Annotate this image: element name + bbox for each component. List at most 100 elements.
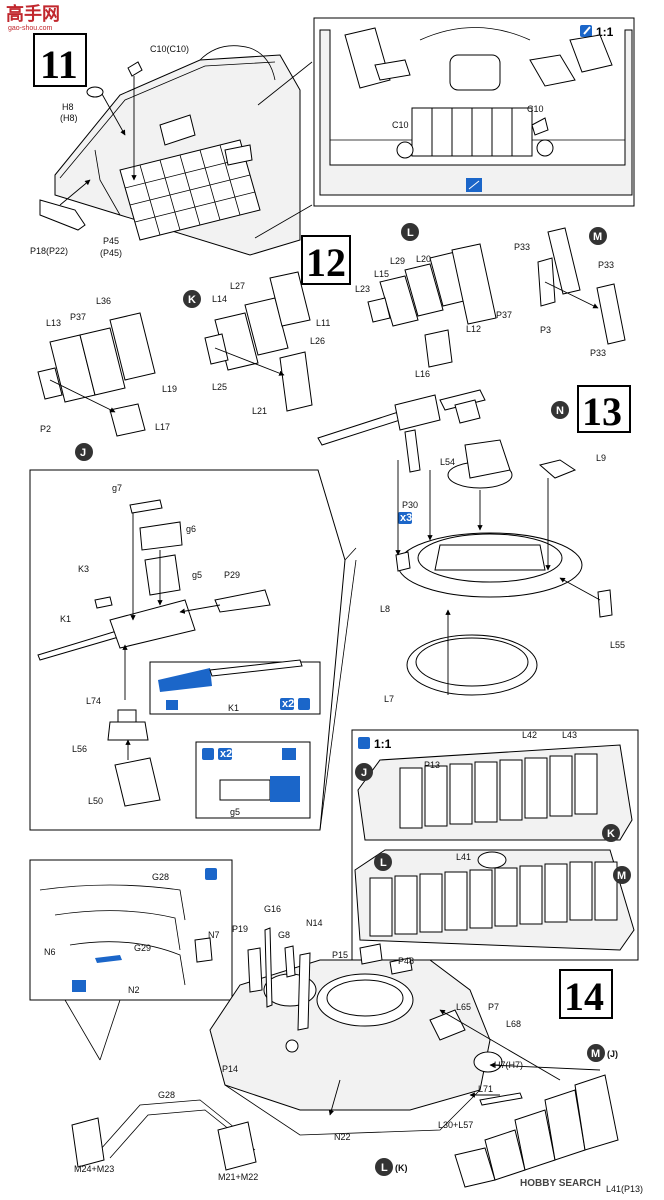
svg-text:P45: P45 (103, 236, 119, 246)
svg-text:L36: L36 (96, 296, 111, 306)
step-13: 13 N x3 (317, 385, 631, 704)
side-view-panel: 1:1 J (351, 729, 639, 961)
svg-text:K1: K1 (60, 614, 71, 624)
svg-text:M: M (593, 231, 602, 243)
svg-text:L30+L57: L30+L57 (438, 1120, 473, 1130)
svg-text:P19: P19 (232, 924, 248, 934)
svg-text:M24+M23: M24+M23 (74, 1164, 114, 1174)
svg-text:P37: P37 (70, 312, 86, 322)
svg-text:L: L (380, 857, 387, 869)
svg-text:L42: L42 (522, 730, 537, 740)
svg-text:L68: L68 (506, 1019, 521, 1029)
side-slats-upper (399, 753, 598, 829)
svg-text:x2: x2 (220, 748, 232, 760)
badge-l: L (401, 223, 419, 241)
svg-text:N7: N7 (208, 930, 220, 940)
svg-text:G28: G28 (158, 1090, 175, 1100)
svg-text:(H8): (H8) (60, 113, 78, 123)
badge-x3 (398, 512, 412, 524)
badge-k-side: K (602, 824, 620, 842)
svg-text:L74: L74 (86, 696, 101, 706)
svg-text:g5: g5 (230, 807, 240, 817)
svg-text:L27: L27 (230, 281, 245, 291)
svg-text:N6: N6 (44, 947, 56, 957)
svg-text:P7: P7 (488, 1002, 499, 1012)
svg-text:K: K (607, 828, 615, 840)
svg-text:14: 14 (564, 974, 604, 1019)
svg-text:g6: g6 (186, 524, 196, 534)
svg-text:L41(P13): L41(P13) (606, 1184, 643, 1194)
machine-gun-assembly (317, 389, 486, 473)
svg-text:H7(H7): H7(H7) (494, 1060, 523, 1070)
svg-text:N14: N14 (306, 918, 323, 928)
svg-text:L16: L16 (415, 369, 430, 379)
svg-text:L: L (407, 227, 414, 239)
svg-text:P37: P37 (496, 310, 512, 320)
turret-body (209, 959, 491, 1136)
svg-text:L14: L14 (212, 294, 227, 304)
scale-1-1-indicator-2: 1:1 (358, 737, 392, 751)
svg-text:高手网: 高手网 (6, 3, 60, 24)
svg-text:C10: C10 (527, 104, 544, 114)
svg-text:N: N (556, 405, 564, 417)
svg-text:L9: L9 (596, 453, 606, 463)
step-11-detail-panel: 1:1 C10 C10 (313, 17, 635, 207)
g5-painting-box: x2 g5 (195, 741, 311, 819)
rail-parts (39, 884, 213, 986)
watermark-logo: 高手网 gao-shou.com (6, 3, 60, 32)
svg-text:C10: C10 (392, 120, 409, 130)
part-l54 (447, 439, 513, 489)
svg-text:HOBBY SEARCH: HOBBY SEARCH (520, 1178, 601, 1189)
svg-text:G28: G28 (152, 872, 169, 882)
svg-text:P30: P30 (402, 500, 418, 510)
svg-text:P33: P33 (598, 260, 614, 270)
step-12: 12 J L13 P37 L36 L19 P2 L17 (37, 223, 626, 461)
svg-text:L55: L55 (610, 640, 625, 650)
svg-text:P29: P29 (224, 570, 240, 580)
armor-group-l: L L29 L20 L15 L23 P37 L12 L16 (355, 223, 512, 379)
svg-text:L11: L11 (316, 318, 330, 328)
ring-mount-l8 (397, 532, 583, 598)
armor-group-k: K L27 L14 L11 L26 L25 L21 (183, 271, 330, 416)
side-slats-lower (369, 861, 618, 937)
svg-text:L26: L26 (310, 336, 325, 346)
part-p30 (395, 551, 411, 572)
front-slat-panels (411, 107, 533, 157)
svg-text:L50: L50 (88, 796, 103, 806)
svg-text:L71: L71 (478, 1084, 493, 1094)
step-14: 14 (71, 904, 643, 1194)
svg-text:P2: P2 (40, 424, 51, 434)
svg-text:M21+M22: M21+M22 (218, 1172, 258, 1182)
ring-l7 (406, 634, 538, 696)
rail-detail-panel: G28 N6 N7 G29 N2 (29, 859, 233, 1061)
footer-watermark: HOBBY SEARCH (520, 1178, 601, 1189)
part-c10 (127, 61, 143, 181)
svg-text:1:1: 1:1 (374, 737, 392, 751)
k1-painting-box: K1 x2 (149, 659, 321, 715)
svg-text:L8: L8 (380, 604, 390, 614)
svg-text:C10(C10): C10(C10) (150, 44, 189, 54)
svg-text:L29: L29 (390, 256, 405, 266)
badge-l-k: L (K) (375, 1158, 408, 1176)
svg-text:13: 13 (582, 389, 622, 434)
svg-text:J: J (80, 447, 86, 459)
part-l9 (538, 459, 577, 479)
svg-text:P33: P33 (590, 348, 606, 358)
svg-text:J: J (361, 767, 367, 779)
svg-text:P3: P3 (540, 325, 551, 335)
step-number: 11 (40, 42, 78, 87)
badge-k: K (183, 290, 201, 308)
svg-text:L41: L41 (456, 852, 471, 862)
svg-text:P48: P48 (398, 956, 414, 966)
svg-text:P33: P33 (514, 242, 530, 252)
paint-color-chip (466, 178, 482, 192)
svg-text:P18(P22): P18(P22) (30, 246, 68, 256)
svg-text:L15: L15 (374, 269, 389, 279)
svg-text:L43: L43 (562, 730, 577, 740)
svg-text:L7: L7 (384, 694, 394, 704)
svg-text:M: M (591, 1048, 600, 1060)
svg-text:12: 12 (306, 240, 346, 285)
armor-group-m: M P33 P33 P3 P33 (514, 227, 626, 358)
part-h8 (86, 86, 126, 136)
svg-text:gao-shou.com: gao-shou.com (8, 25, 53, 32)
